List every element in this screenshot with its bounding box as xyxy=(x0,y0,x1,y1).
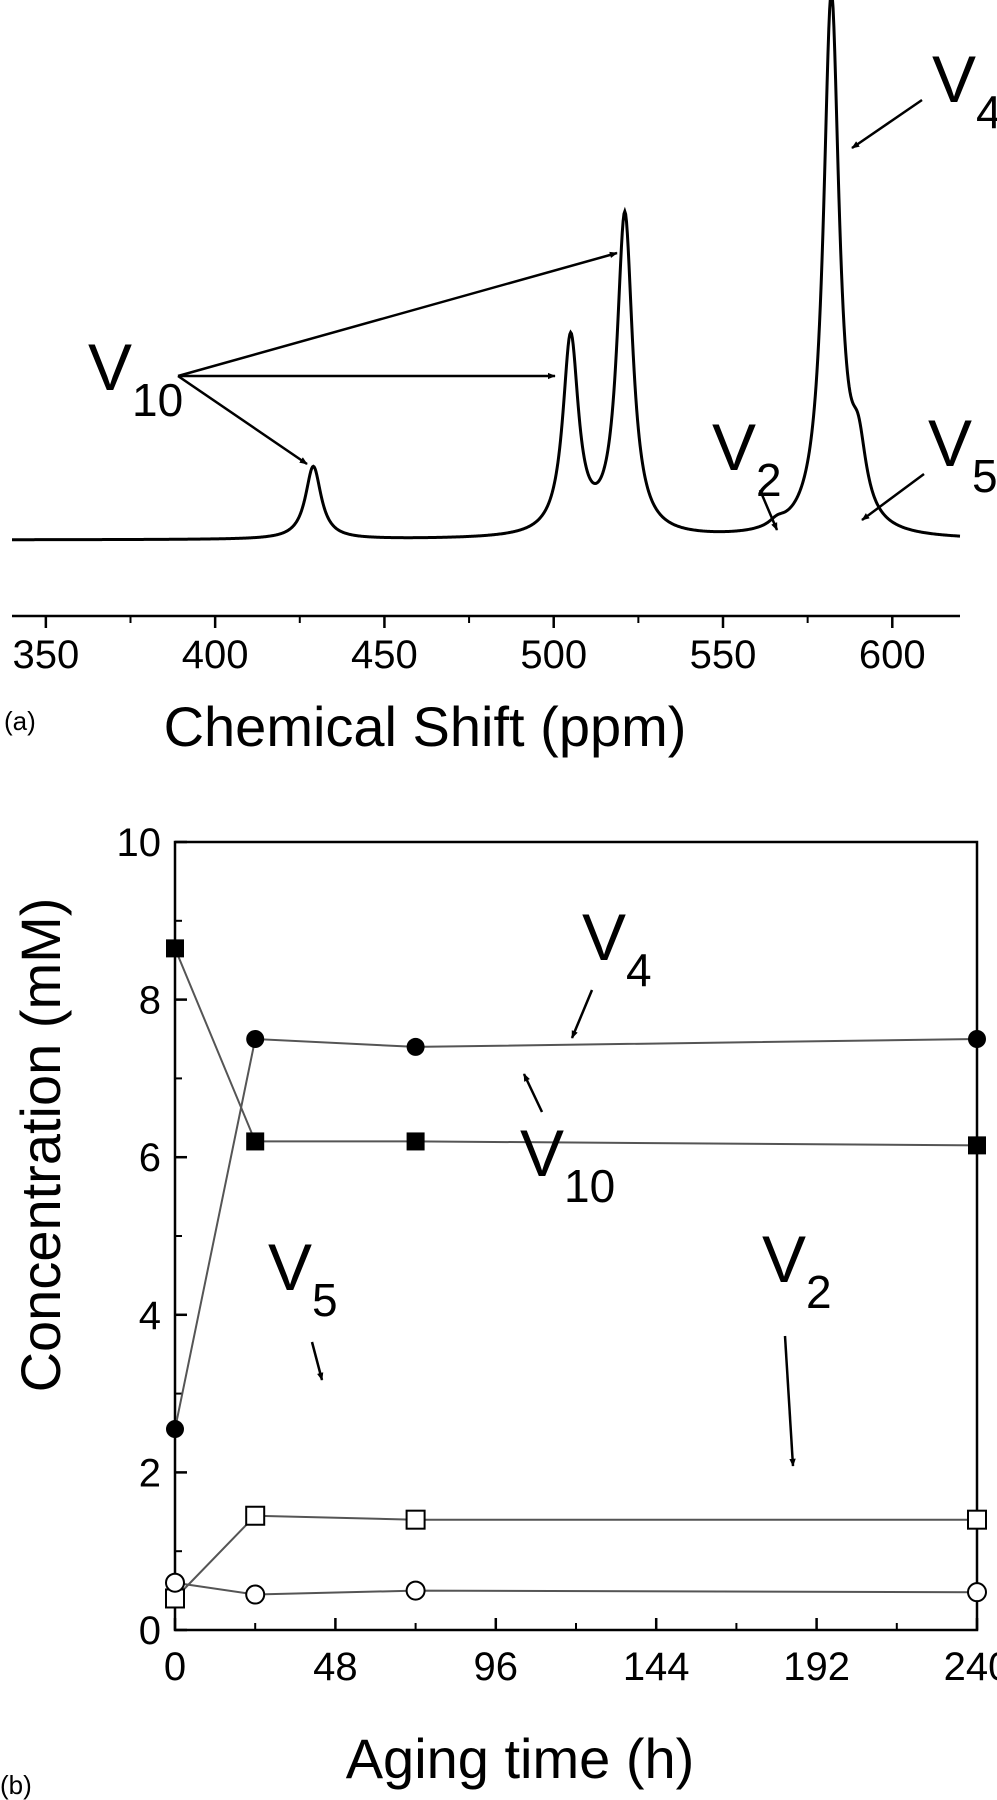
b-label-v5: V5 xyxy=(268,1230,338,1326)
a-arrow-v10-2 xyxy=(177,251,618,378)
b-label-v10-sub: 10 xyxy=(564,1160,615,1212)
b-y-tick-label: 6 xyxy=(139,1136,161,1180)
a-x-axis-title: Chemical Shift (ppm) xyxy=(164,695,687,758)
series-v4-point xyxy=(166,1420,184,1439)
series-v5-line xyxy=(174,1514,977,1600)
a-x-tick-label: 450 xyxy=(351,633,418,677)
series-v5-point xyxy=(967,1509,987,1530)
series-v2-point xyxy=(405,1580,426,1601)
b-y-axis-title: Concentration (mM) xyxy=(9,898,72,1393)
series-v10-line xyxy=(174,948,978,1147)
b-arrow-v5 xyxy=(310,1341,324,1381)
series-v5-point xyxy=(245,1505,266,1526)
b-label-v5-sub: 5 xyxy=(312,1274,338,1326)
series-v2-point xyxy=(245,1584,266,1605)
a-label-v5: V5 xyxy=(928,406,997,502)
a-label-v2-main: V xyxy=(712,410,756,484)
series-v2-point xyxy=(165,1572,185,1593)
series-v10-point xyxy=(968,1136,986,1155)
b-label-v10-main: V xyxy=(520,1116,564,1190)
series-v4-point xyxy=(968,1030,986,1048)
b-y-tick-label: 8 xyxy=(139,979,161,1023)
a-arrow-v5 xyxy=(861,472,925,522)
a-x-tick-label: 600 xyxy=(859,633,926,677)
panel-label-b: (b) xyxy=(0,1770,32,1800)
series-v10-point xyxy=(166,939,184,958)
panel-label-a: (a) xyxy=(4,706,36,736)
a-label-v10: V10 xyxy=(88,330,183,426)
b-x-tick-label: 240 xyxy=(944,1645,997,1689)
series-v4-point xyxy=(406,1037,425,1056)
a-label-v2: V2 xyxy=(712,410,782,506)
series-v10-point xyxy=(246,1132,265,1151)
b-arrow-v2 xyxy=(783,1335,796,1467)
series-v5-point xyxy=(405,1509,426,1530)
b-y-tick-label: 10 xyxy=(117,821,162,865)
series-v4-line xyxy=(174,1037,978,1430)
a-label-v4: V4 xyxy=(932,42,997,138)
a-label-v4-sub: 4 xyxy=(976,86,997,138)
b-label-v2-sub: 2 xyxy=(806,1266,832,1318)
a-label-v5-sub: 5 xyxy=(972,450,997,502)
b-label-v5-main: V xyxy=(268,1230,312,1304)
a-x-tick-label: 350 xyxy=(12,633,79,677)
b-x-tick-label: 96 xyxy=(474,1645,519,1689)
b-y-tick-label: 2 xyxy=(139,1451,161,1495)
a-label-v10-main: V xyxy=(88,330,132,404)
b-x-tick-label: 192 xyxy=(783,1645,850,1689)
b-arrow-v10 xyxy=(522,1073,544,1113)
b-label-v2-main: V xyxy=(762,1222,806,1296)
a-x-tick-label: 550 xyxy=(690,633,757,677)
series-v2-line xyxy=(174,1581,978,1596)
spectrum-line xyxy=(12,0,961,542)
b-label-v4-sub: 4 xyxy=(626,944,652,996)
b-label-v4-main: V xyxy=(582,900,626,974)
a-label-v5-main: V xyxy=(928,406,972,480)
series-v4-point xyxy=(246,1030,265,1048)
a-arrow-v2 xyxy=(758,489,779,531)
a-x-tick-labels: 350 400 450 500 550 600 xyxy=(12,633,925,677)
b-label-v4: V4 xyxy=(582,900,652,996)
b-x-tick-label: 0 xyxy=(164,1645,186,1689)
a-label-v10-sub: 10 xyxy=(132,374,183,426)
b-x-tick-labels: 0 48 96 144 192 240 xyxy=(164,1645,997,1689)
a-x-tick-label: 400 xyxy=(182,633,249,677)
b-y-tick-label: 4 xyxy=(139,1294,161,1338)
b-x-tick-label: 48 xyxy=(313,1645,358,1689)
b-arrow-v4 xyxy=(570,989,594,1039)
a-x-ticks xyxy=(44,616,894,628)
panel-b: 0 48 96 144 192 240 0 2 4 6 8 10 Aging time (h) Co… xyxy=(0,821,997,1800)
b-label-v10: V10 xyxy=(520,1116,615,1212)
b-x-tick-label: 144 xyxy=(623,1645,690,1689)
a-label-v4-main: V xyxy=(932,42,976,116)
series-v10-point xyxy=(406,1132,425,1151)
b-label-v2: V2 xyxy=(762,1222,832,1318)
a-arrow-v4 xyxy=(851,98,923,150)
b-y-tick-labels: 0 2 4 6 8 10 xyxy=(117,821,162,1653)
a-label-v2-sub: 2 xyxy=(756,454,782,506)
series-v2-point xyxy=(967,1582,987,1603)
b-x-axis-title: Aging time (h) xyxy=(346,1727,695,1790)
a-arrow-v10-0 xyxy=(177,374,308,466)
b-y-tick-label: 0 xyxy=(139,1609,161,1653)
b-ticks xyxy=(173,840,979,1632)
b-series xyxy=(165,939,987,1609)
a-x-tick-label: 500 xyxy=(520,633,587,677)
